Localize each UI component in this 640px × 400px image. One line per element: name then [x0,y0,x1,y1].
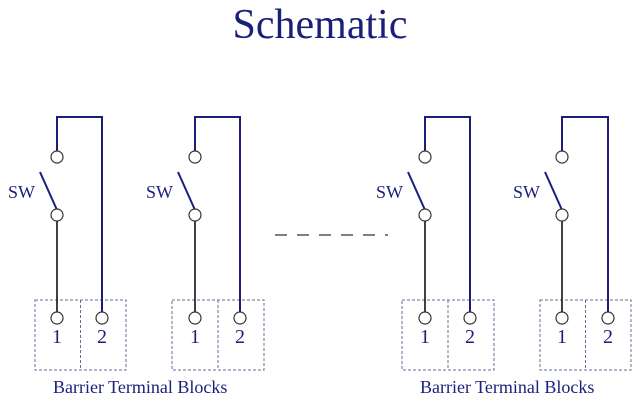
terminal-1-screw-2 [188,311,202,325]
loop-wire-1 [56,116,103,312]
switch-contact-top-3 [418,150,432,164]
terminal-2-label-4: 2 [603,326,613,348]
loop-wire-3 [424,116,471,312]
terminal-block-group-label-right: Barrier Terminal Blocks [420,377,595,397]
terminal-1-screw-1 [50,311,64,325]
terminal-2-screw-3 [463,311,477,325]
switch-label-1: SW [8,182,35,202]
switch-label-2: SW [146,182,173,202]
switch-contact-top-1 [50,150,64,164]
switch-arm-1 [39,171,58,211]
terminal-2-screw-1 [95,311,109,325]
terminal-1-label-3: 1 [420,326,430,348]
terminal-2-screw-4 [601,311,615,325]
switch-contact-top-4 [555,150,569,164]
terminal-1-label-4: 1 [557,326,567,348]
terminal-2-screw-2 [233,311,247,325]
circuits: SW 1 2 SW 1 2 SW 1 2 SW 1 2 [8,116,632,371]
terminal-2-label-2: 2 [235,326,245,348]
switch-label-3: SW [376,182,403,202]
switch-arm-2 [177,171,196,211]
switch-arm-3 [407,171,426,211]
switch-label-4: SW [513,182,540,202]
terminal-1-label-1: 1 [52,326,62,348]
terminal-1-label-2: 1 [190,326,200,348]
terminal-1-screw-3 [418,311,432,325]
switch-contact-bottom-4 [555,208,569,222]
terminal-2-label-1: 2 [97,326,107,348]
switch-contact-top-2 [188,150,202,164]
terminal-block-group-label-left: Barrier Terminal Blocks [53,377,228,397]
page-title: Schematic [232,2,408,48]
loop-wire-4 [561,116,609,312]
switch-arm-4 [544,171,563,211]
terminal-1-screw-4 [555,311,569,325]
switch-contact-bottom-2 [188,208,202,222]
switch-contact-bottom-1 [50,208,64,222]
terminal-2-label-3: 2 [465,326,475,348]
loop-wire-2 [194,116,241,312]
switch-contact-bottom-3 [418,208,432,222]
